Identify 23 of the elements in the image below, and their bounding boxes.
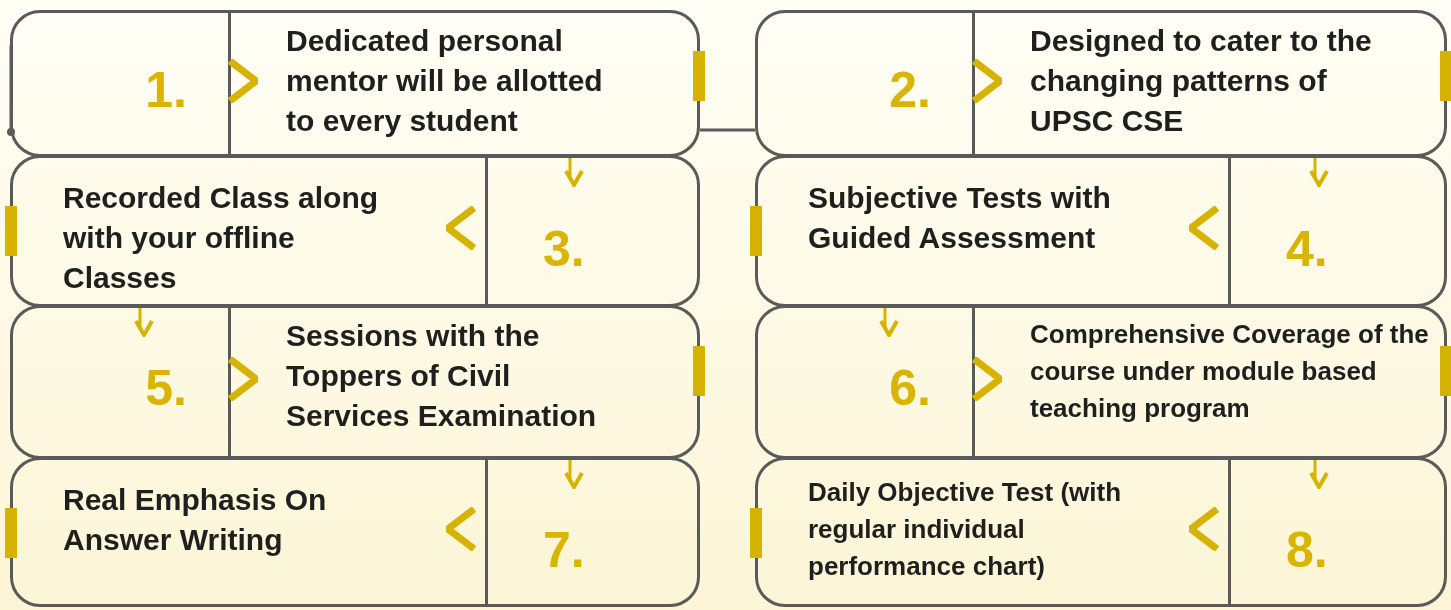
step-number: 8. xyxy=(1286,525,1328,575)
down-arrow xyxy=(564,155,584,187)
connector-line xyxy=(700,128,755,132)
down-arrow xyxy=(564,457,584,489)
feature-text: Daily Objective Test (with regular individual performance chart) xyxy=(808,476,1123,583)
step-number: 3. xyxy=(543,224,585,274)
feature-text: Comprehensive Coverage of the course under module based teaching program xyxy=(1030,318,1430,425)
down-arrow xyxy=(134,305,154,337)
down-arrow xyxy=(1309,155,1329,187)
down-arrow xyxy=(1309,457,1329,489)
feature-text: Dedicated personal mentor will be allotted to every student xyxy=(286,23,604,139)
step-number: 6. xyxy=(889,363,931,413)
feature-text: Recorded Class along with your offline Classes xyxy=(63,180,380,296)
feature-text: Designed to cater to the changing patterns of UPSC CSE xyxy=(1030,23,1373,139)
feature-text: Sessions with the Toppers of Civil Services Examination xyxy=(286,318,598,434)
step-number: 2. xyxy=(889,64,931,115)
feature-text: Subjective Tests with Guided Assessment xyxy=(808,180,1112,256)
step-number: 1. xyxy=(145,64,187,115)
step-number: 4. xyxy=(1286,224,1328,274)
down-arrow xyxy=(879,305,899,337)
step-number: 7. xyxy=(543,525,585,575)
step-number: 5. xyxy=(145,363,187,413)
feature-text: Real Emphasis On Answer Writing xyxy=(63,482,328,558)
